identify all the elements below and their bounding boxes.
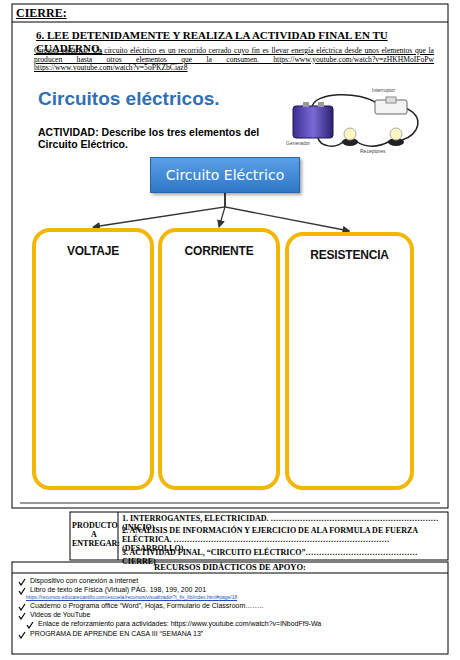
resource-row: Libro de texto de Física (Virtual) PÁG. … [18,586,438,595]
connector-arrow [93,193,225,227]
resources-box [12,562,448,654]
illustration-label: Interruptor [372,88,395,94]
connector-arrow [225,193,350,231]
check-mark [18,631,26,639]
resource-row: Dispositivo con conexión a internet [18,577,438,586]
check-mark [18,587,26,595]
table-divider [118,512,119,560]
concept-heading: CORRIENTE [168,244,270,258]
concept-heading: VOLTAJE [42,244,144,258]
concept-box: CORRIENTE [158,228,280,490]
check-mark [18,578,26,586]
check-mark [26,621,34,629]
activity-instruction: ACTIVIDAD: Describe los tres elementos d… [38,126,288,150]
resource-item: Cuaderno o Programa office “Word”, Hojas… [30,602,263,610]
resource-item: Libro de texto de Física (Virtual) PÁG. … [30,586,206,594]
resource-row: Cuaderno o Programa office “Word”, Hojas… [18,602,438,611]
definition-paragraph: Circuito eléctrico: Un circuito eléctric… [34,47,434,73]
illustration-label: Generador [286,141,310,147]
resource-row: PROGRAMA DE APRENDE EN CASA III “SEMANA … [18,630,438,639]
resources-heading: RECURSOS DIDÁCTICOS DE APOYO: [12,563,448,573]
resource-item: Enlace de reforzamiento para actividades… [38,620,321,628]
check-mark [18,612,26,620]
concept-box: RESISTENCIA [285,232,414,490]
section-heading: CIERRE: [16,7,67,21]
footer-rule [20,503,440,504]
diagram-title: Circuitos eléctricos. [38,88,220,110]
resource-item: Videos de YouTube [30,611,90,619]
circuit-illustration [293,95,418,147]
resource-item: PROGRAMA DE APRENDE EN CASA III “SEMANA … [30,630,203,638]
connector-arrow [219,193,225,227]
resource-item: Dispositivo con conexión a internet [30,577,138,585]
illustration-label: Receptores [360,149,386,155]
main-concept-box: Circuito Eléctrico [150,157,300,193]
concept-heading: RESISTENCIA [295,248,404,262]
table-header-cell: PRODUCTO A ENTREGAR: [72,521,116,549]
resource-row: Enlace de reforzamiento para actividades… [26,620,441,629]
header-rule [12,22,448,23]
page-frame [12,4,448,508]
concept-box: VOLTAJE [32,228,154,490]
check-mark [18,603,26,611]
concept-title: Circuito Eléctrico [166,167,285,183]
resources-rule [12,573,448,574]
resource-row: Videos de YouTube [18,611,438,620]
resource-link: https://recursos.educarecastillo.com/esc… [26,595,441,601]
